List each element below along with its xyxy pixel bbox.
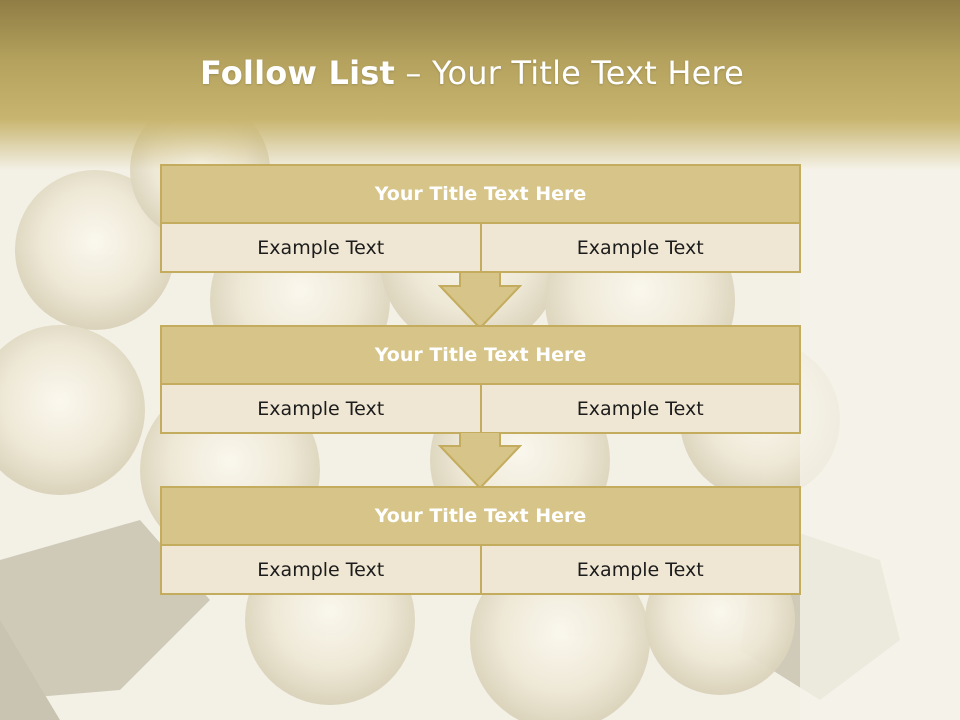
slide-title-rest: Your Title Text Here bbox=[432, 54, 745, 92]
box-cell-left: Example Text bbox=[162, 385, 480, 432]
box-cell-right: Example Text bbox=[479, 385, 799, 432]
box-title: Your Title Text Here bbox=[162, 488, 799, 546]
follow-box-3: Your Title Text Here Example Text Exampl… bbox=[160, 486, 801, 595]
box-cell-left: Example Text bbox=[162, 224, 480, 271]
box-row: Example Text Example Text bbox=[162, 224, 799, 271]
box-cell-right: Example Text bbox=[479, 546, 799, 593]
box-title: Your Title Text Here bbox=[162, 166, 799, 224]
down-arrow-icon bbox=[438, 432, 522, 490]
slide-title-bold: Follow List bbox=[199, 54, 396, 92]
follow-box-1: Your Title Text Here Example Text Exampl… bbox=[160, 164, 801, 273]
box-cell-right: Example Text bbox=[479, 224, 799, 271]
down-arrow-icon bbox=[438, 272, 522, 330]
slide-title: Follow List – Your Title Text Here bbox=[0, 54, 944, 92]
box-title: Your Title Text Here bbox=[162, 327, 799, 385]
header-band bbox=[0, 0, 960, 170]
box-row: Example Text Example Text bbox=[162, 546, 799, 593]
box-row: Example Text Example Text bbox=[162, 385, 799, 432]
follow-box-2: Your Title Text Here Example Text Exampl… bbox=[160, 325, 801, 434]
slide-title-separator: – bbox=[405, 54, 422, 92]
box-cell-left: Example Text bbox=[162, 546, 480, 593]
